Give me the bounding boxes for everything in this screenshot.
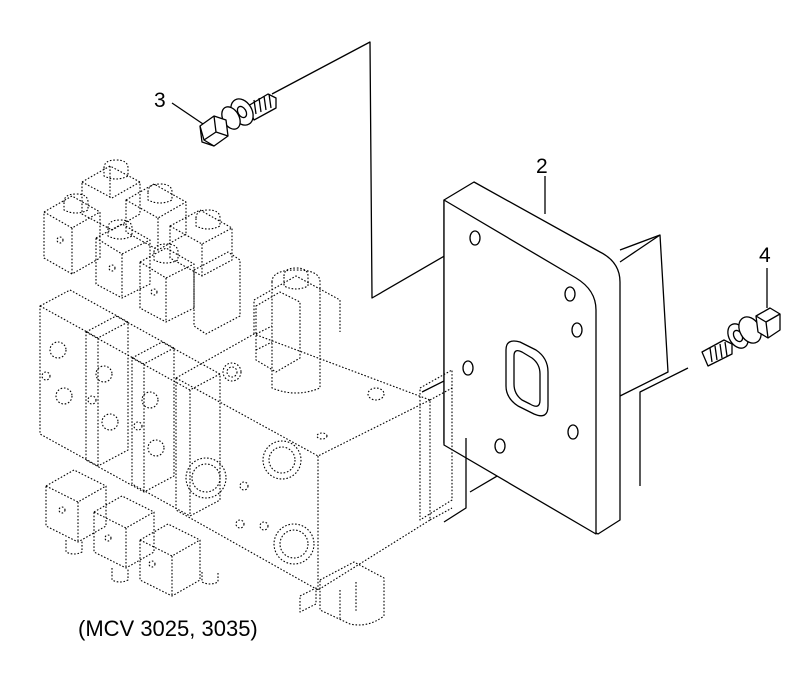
control-valve-assembly: [39, 159, 453, 626]
callout-3: 3: [154, 89, 166, 112]
bolt-item-3: [199, 93, 277, 147]
callout-2: 2: [536, 155, 548, 178]
mounting-plate: [443, 181, 621, 535]
model-caption: (MCV 3025, 3035): [78, 616, 258, 641]
bolt-item-4: [701, 307, 781, 367]
callout-4: 4: [759, 244, 771, 267]
